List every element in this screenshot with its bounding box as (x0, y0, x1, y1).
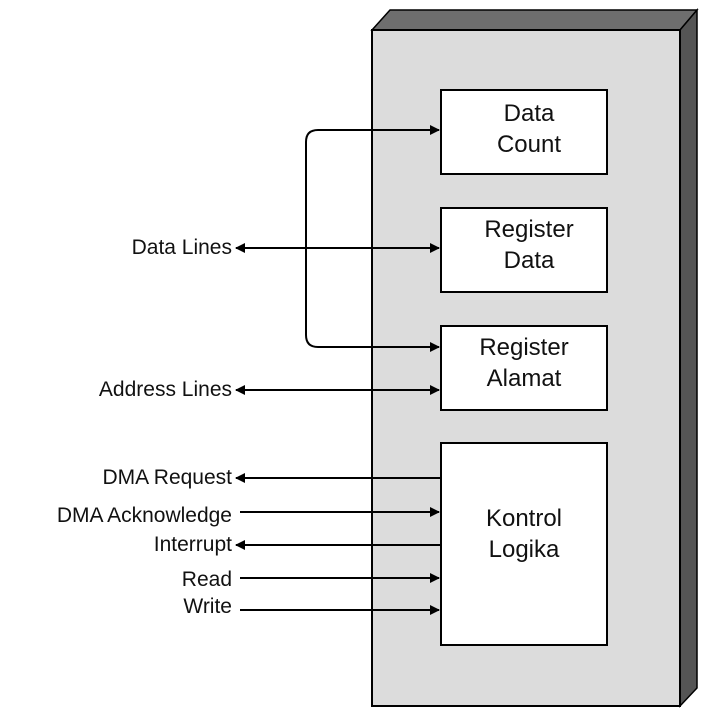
kontrol-logika-block (440, 442, 608, 646)
dma-acknowledge-label: DMA Acknowledge (56, 504, 232, 527)
register-data-label: Register Data (441, 214, 617, 276)
data-count-line-1: Data (503, 100, 555, 127)
register-alamat-label: Register Alamat (441, 332, 607, 394)
register-alamat-block (440, 325, 608, 411)
kontrol-logika-label: Kontrol Logika (441, 503, 607, 565)
interrupt-label: Interrupt (153, 533, 232, 556)
panel-side-face (679, 7, 698, 708)
dma-request-label: DMA Request (102, 466, 232, 489)
address-lines-label: Address Lines (98, 378, 232, 401)
register-alamat-line-1: Register (479, 334, 569, 361)
data-count-block (440, 89, 608, 175)
kontrol-logika-line-1: Kontrol (485, 505, 563, 532)
register-data-line-2: Data (503, 247, 555, 274)
data-bus-loop (305, 129, 440, 352)
data-count-line-2: Count (496, 131, 562, 158)
register-data-line-1: Register (484, 216, 574, 243)
kontrol-logika-line-2: Logika (488, 536, 560, 563)
write-label: Write (183, 595, 232, 618)
register-alamat-line-2: Alamat (486, 365, 562, 392)
register-data-block (440, 207, 608, 293)
read-label: Read (181, 568, 232, 591)
data-lines-label: Data Lines (131, 236, 232, 259)
data-count-label: Data Count (441, 98, 617, 160)
panel-top-face (370, 9, 699, 31)
